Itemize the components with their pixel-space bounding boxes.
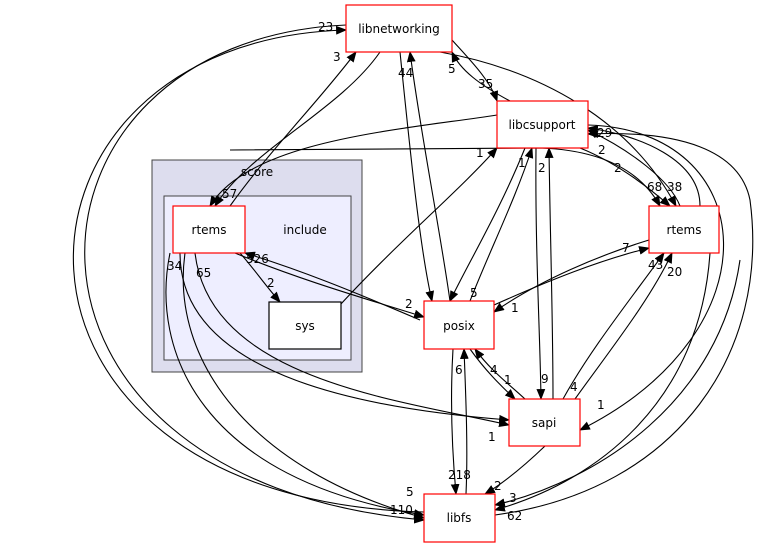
edge-label[interactable]: 2 bbox=[494, 479, 502, 493]
edge-label[interactable]: 43 bbox=[648, 258, 663, 272]
dependency-edge[interactable] bbox=[214, 51, 381, 207]
dependency-edge[interactable] bbox=[469, 146, 534, 302]
node-include-rtems[interactable]: rtems bbox=[172, 205, 246, 254]
dependency-edge[interactable] bbox=[474, 348, 526, 400]
edge-label[interactable]: 7 bbox=[622, 241, 630, 255]
dependency-edge[interactable] bbox=[339, 147, 498, 306]
svg-text:sys: sys bbox=[295, 319, 315, 333]
dependency-edge[interactable] bbox=[179, 252, 511, 424]
edge-label[interactable]: 1 bbox=[488, 430, 496, 444]
dependency-edge[interactable] bbox=[493, 246, 651, 306]
edge-label[interactable]: 2 bbox=[538, 161, 546, 175]
dependency-edge[interactable] bbox=[484, 445, 546, 495]
dependency-edge[interactable] bbox=[494, 129, 754, 516]
dependency-edge[interactable] bbox=[579, 124, 725, 431]
dependency-edge[interactable] bbox=[535, 147, 546, 401]
dependency-edge[interactable] bbox=[451, 39, 499, 103]
edge-label[interactable]: 68 bbox=[647, 180, 662, 194]
edge-label[interactable]: 5 bbox=[406, 485, 414, 499]
svg-text:posix: posix bbox=[443, 319, 475, 333]
edge-label[interactable]: 44 bbox=[398, 66, 413, 80]
dependency-edge[interactable] bbox=[562, 252, 665, 400]
dependency-edge[interactable] bbox=[451, 50, 511, 102]
edge-label[interactable]: 3 bbox=[333, 50, 341, 64]
edge-label[interactable]: 29 bbox=[597, 126, 612, 140]
dependency-edge[interactable] bbox=[229, 51, 357, 207]
edge-label[interactable]: 34 bbox=[167, 259, 182, 273]
edge-label[interactable]: 9 bbox=[541, 372, 549, 386]
dependency-edge[interactable] bbox=[544, 146, 554, 400]
edge-label[interactable]: 1 bbox=[476, 146, 484, 160]
edge-label[interactable]: 1 bbox=[511, 301, 519, 315]
edge-label[interactable]: 2 bbox=[405, 297, 413, 311]
node-sys[interactable]: sys bbox=[268, 301, 342, 350]
edge-label[interactable]: 4 bbox=[490, 363, 498, 377]
edge-label[interactable]: 6 bbox=[455, 363, 463, 377]
dependency-edge[interactable] bbox=[579, 147, 671, 207]
edge-label[interactable]: 5 bbox=[448, 62, 456, 76]
edge-label[interactable]: 65 bbox=[196, 266, 211, 280]
edge-label[interactable]: 1 bbox=[597, 398, 605, 412]
edge-label[interactable]: 2 bbox=[614, 161, 622, 175]
dependency-edge[interactable] bbox=[587, 129, 681, 207]
dependency-edge[interactable] bbox=[574, 252, 673, 400]
svg-text:libcsupport: libcsupport bbox=[509, 118, 576, 132]
dependency-edge[interactable] bbox=[234, 252, 426, 319]
dependency-edge[interactable] bbox=[399, 51, 435, 303]
cluster-score-label: score bbox=[241, 165, 273, 179]
edge-label[interactable]: 110 bbox=[390, 503, 413, 517]
dependency-edge[interactable] bbox=[243, 251, 421, 321]
edge-label[interactable]: 35 bbox=[478, 77, 493, 91]
svg-text:libnetworking: libnetworking bbox=[358, 22, 440, 36]
edge-label[interactable]: 2 bbox=[267, 276, 275, 290]
node-posix[interactable]: posix bbox=[423, 300, 495, 350]
dependency-edge[interactable] bbox=[84, 24, 426, 524]
edge-label[interactable]: 1 bbox=[518, 156, 526, 170]
dependency-edge[interactable] bbox=[493, 252, 711, 512]
dependency-edge[interactable] bbox=[459, 347, 469, 495]
edge-label[interactable]: 4 bbox=[570, 380, 578, 394]
svg-text:rtems: rtems bbox=[192, 223, 227, 237]
node-libnetworking[interactable]: libnetworking bbox=[345, 4, 453, 53]
dependency-edge[interactable] bbox=[493, 239, 650, 313]
svg-text:sapi: sapi bbox=[532, 416, 557, 430]
edge-label[interactable]: 38 bbox=[667, 180, 682, 194]
dependency-edge[interactable] bbox=[493, 259, 741, 507]
edge-label[interactable]: 2 bbox=[598, 143, 606, 157]
cluster-include-label: include bbox=[283, 223, 326, 237]
edge-label[interactable]: 20 bbox=[667, 265, 682, 279]
edge-label[interactable]: 23 bbox=[318, 20, 333, 34]
dependency-edge[interactable] bbox=[469, 348, 516, 400]
edge-label[interactable]: 62 bbox=[507, 509, 522, 523]
dependency-edge[interactable] bbox=[165, 252, 426, 518]
svg-text:libfs: libfs bbox=[447, 511, 472, 525]
dependency-edge[interactable] bbox=[586, 124, 701, 207]
edge-label[interactable]: 1 bbox=[504, 373, 512, 387]
dependency-edge[interactable] bbox=[449, 147, 526, 302]
dependency-edge[interactable] bbox=[182, 252, 426, 520]
dependency-edge[interactable] bbox=[239, 252, 281, 303]
dependency-edge[interactable] bbox=[72, 25, 425, 513]
edge-label[interactable]: 3 bbox=[509, 491, 517, 505]
node-libcsupport[interactable]: libcsupport bbox=[496, 100, 589, 149]
edge-label[interactable]: 57 bbox=[222, 187, 237, 201]
edge-label[interactable]: 218 bbox=[448, 468, 471, 482]
dependency-edge[interactable] bbox=[450, 348, 460, 496]
node-rtems[interactable]: rtems bbox=[648, 205, 720, 254]
edge-label[interactable]: 526 bbox=[246, 252, 269, 266]
dependency-edge[interactable] bbox=[209, 114, 498, 207]
svg-text:rtems: rtems bbox=[667, 223, 702, 237]
dependency-edge[interactable] bbox=[194, 252, 511, 428]
node-sapi[interactable]: sapi bbox=[508, 398, 581, 447]
node-libfs[interactable]: libfs bbox=[423, 493, 496, 543]
dependency-edge[interactable] bbox=[406, 50, 451, 302]
edge-label[interactable]: 5 bbox=[470, 286, 478, 300]
